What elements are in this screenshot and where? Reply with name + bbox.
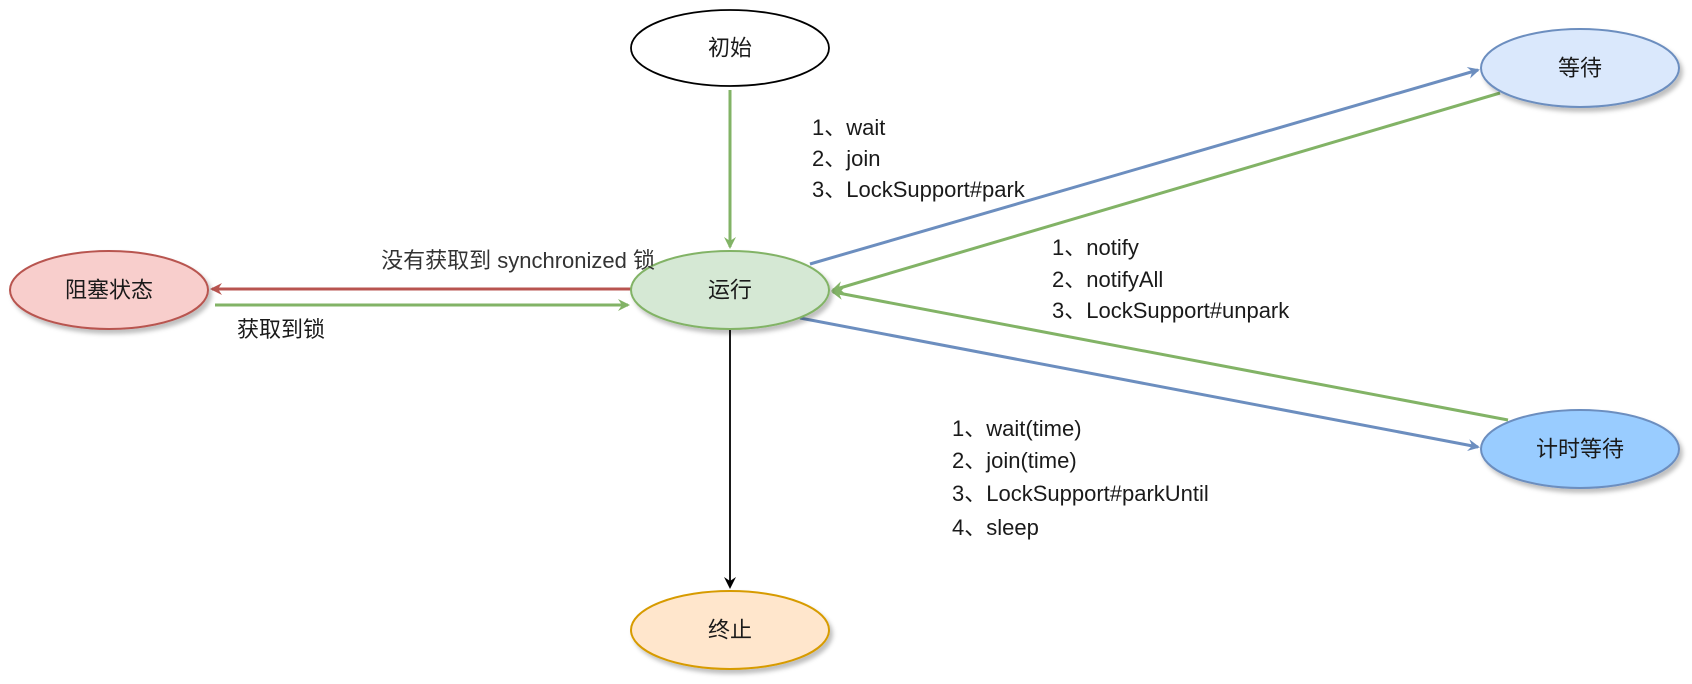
label-from-waiting-line-1: 1、notify xyxy=(1052,235,1139,260)
label-to-timed-line-1: 1、wait(time) xyxy=(952,416,1082,441)
edge-timed-to-running xyxy=(831,287,1509,422)
label-to-waiting: 1、wait 2、join 3、LockSupport#park xyxy=(812,115,1026,202)
node-timed-waiting-shape xyxy=(1480,409,1680,489)
node-blocked[interactable]: 阻塞状态 xyxy=(9,250,209,330)
node-running-label: 运行 xyxy=(708,279,752,304)
label-to-timed-line-4: 4、sleep xyxy=(952,515,1039,540)
label-to-timed-waiting: 1、wait(time) 2、join(time) 3、LockSupport#… xyxy=(952,416,1209,540)
label-from-waiting-line-3: 3、LockSupport#unpark xyxy=(1052,298,1290,323)
label-from-waiting-line-2: 2、notifyAll xyxy=(1052,267,1163,292)
node-terminated[interactable]: 终止 xyxy=(630,590,830,670)
node-terminated-shape xyxy=(630,590,830,670)
node-initial-shape xyxy=(630,9,830,87)
node-waiting-shape xyxy=(1480,28,1680,108)
node-running[interactable]: 运行 xyxy=(630,250,830,330)
node-terminated-label: 终止 xyxy=(708,619,752,644)
node-running-shape xyxy=(630,250,830,330)
label-to-timed-line-2: 2、join(time) xyxy=(952,448,1077,473)
label-from-waiting: 1、notify 2、notifyAll 3、LockSupport#unpar… xyxy=(1052,235,1290,323)
label-to-waiting-line-1: 1、wait xyxy=(812,115,885,140)
label-to-waiting-line-2: 2、join xyxy=(812,146,880,171)
edge-running-to-waiting xyxy=(809,67,1480,266)
node-timed-waiting-label: 计时等待 xyxy=(1536,438,1624,463)
label-from-blocked: 获取到锁 xyxy=(237,317,325,342)
node-waiting[interactable]: 等待 xyxy=(1480,28,1680,108)
node-initial-label: 初始 xyxy=(708,37,752,62)
edge-running-to-timed xyxy=(799,316,1480,452)
label-to-blocked: 没有获取到 synchronized 锁 xyxy=(381,248,655,273)
node-timed-waiting[interactable]: 计时等待 xyxy=(1480,409,1680,489)
node-waiting-label: 等待 xyxy=(1558,57,1602,82)
edge-waiting-to-running xyxy=(831,91,1501,293)
node-blocked-label: 阻塞状态 xyxy=(65,279,153,304)
node-initial[interactable]: 初始 xyxy=(630,9,830,87)
label-to-timed-line-3: 3、LockSupport#parkUntil xyxy=(952,481,1209,506)
label-to-waiting-line-3: 3、LockSupport#park xyxy=(812,177,1026,202)
node-blocked-shape xyxy=(9,250,209,330)
